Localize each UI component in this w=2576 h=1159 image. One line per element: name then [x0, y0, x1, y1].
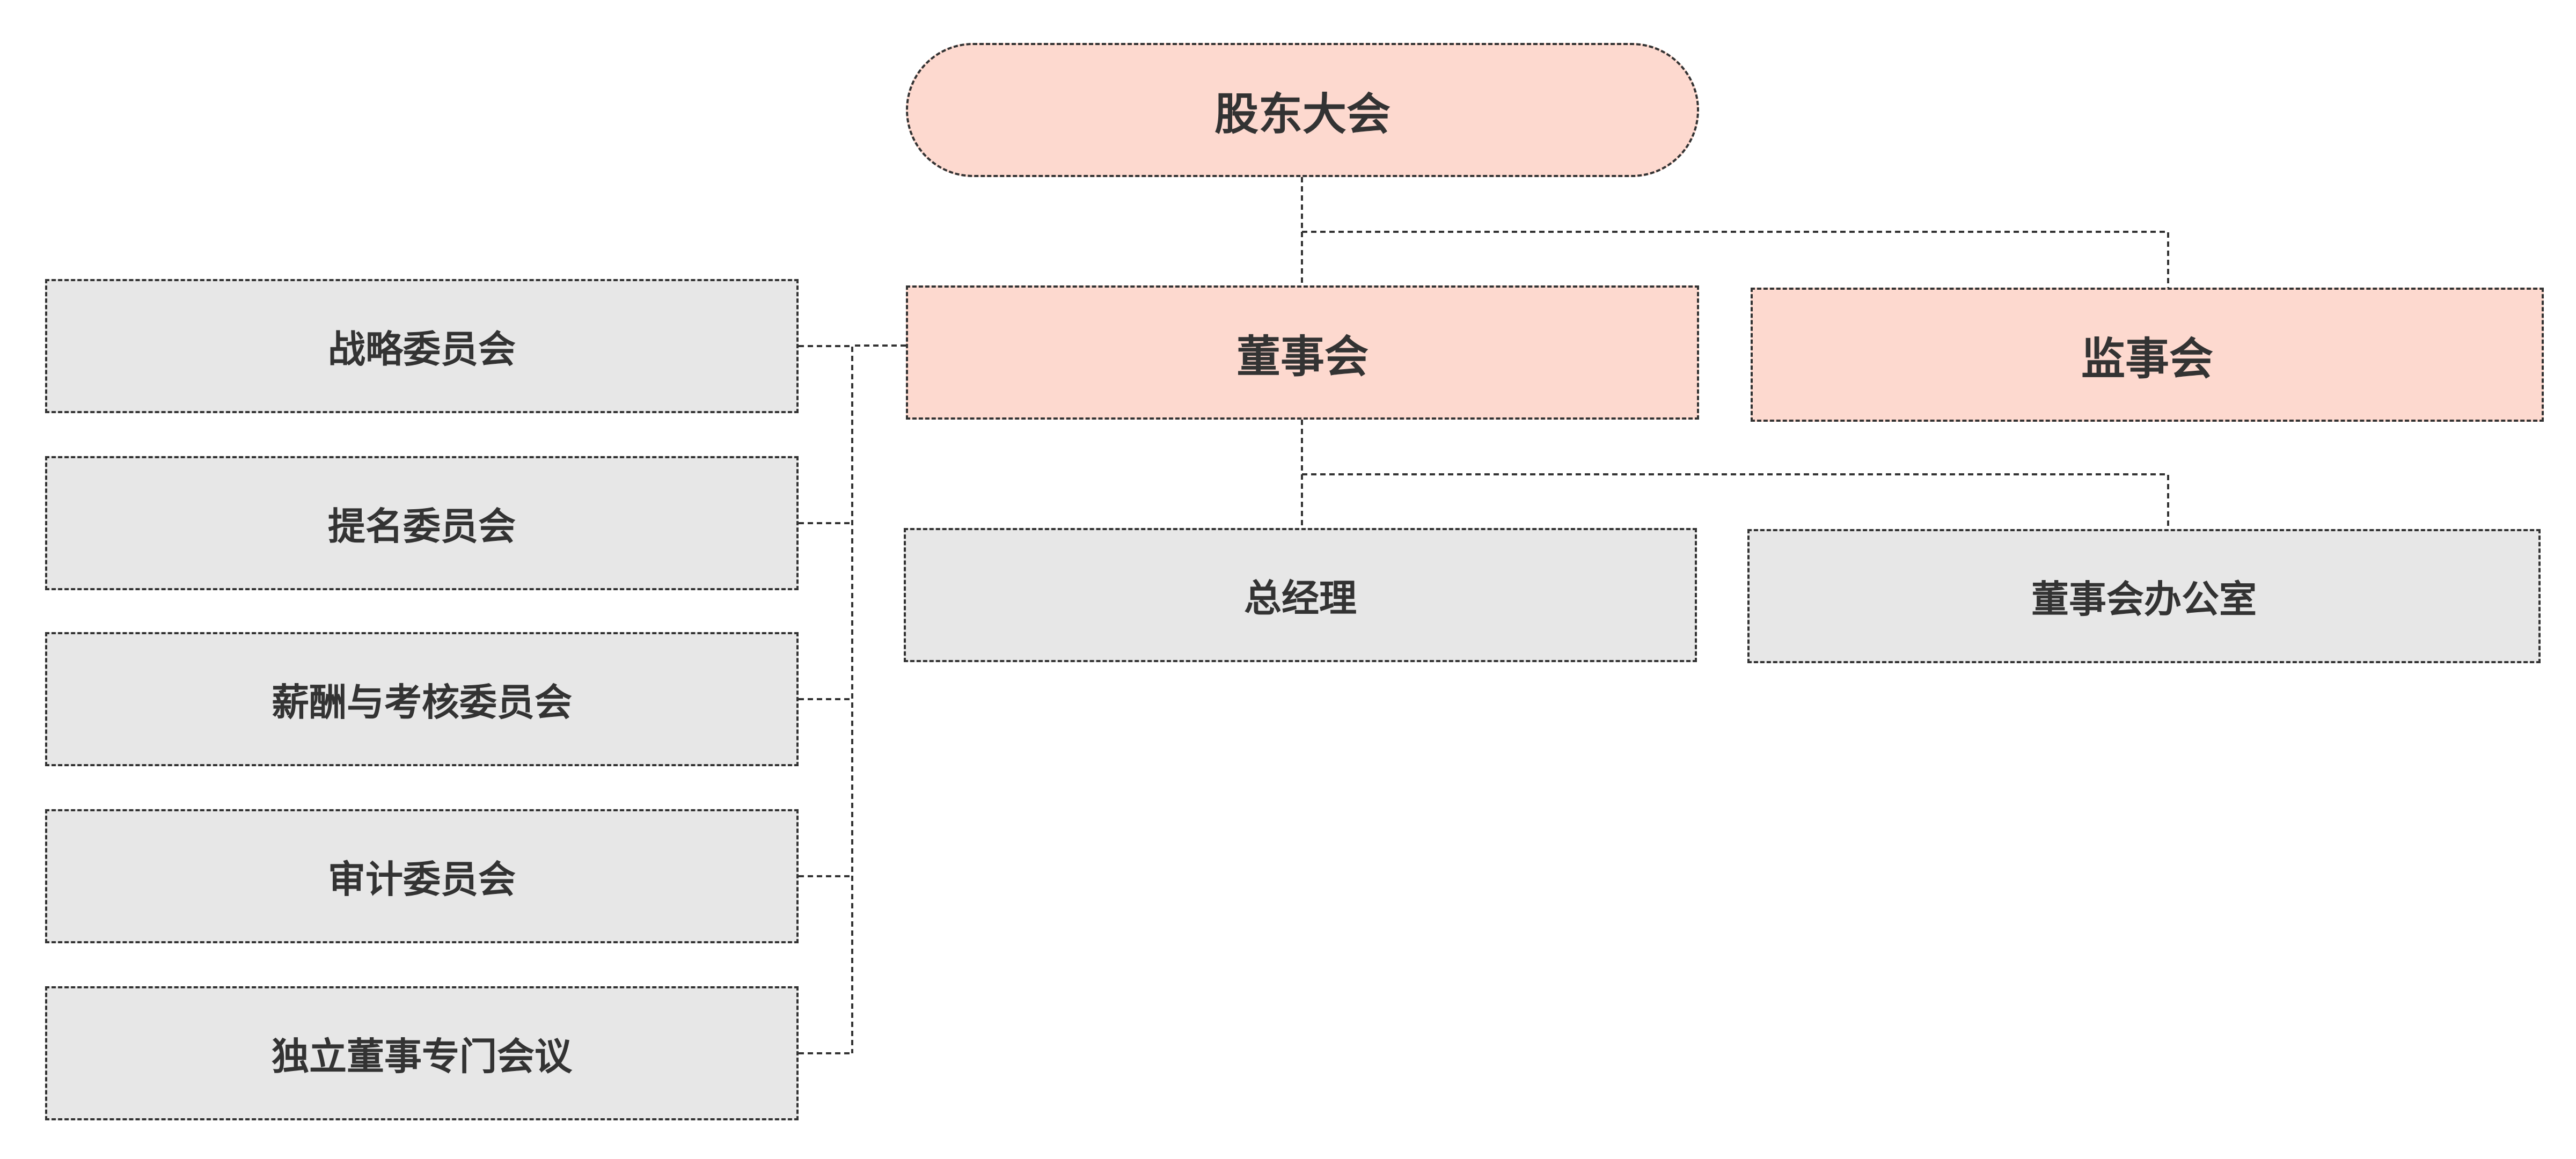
- connector-shareholders-supervisors: [1302, 231, 2169, 288]
- node-committee-independent-directors: 独立董事专门会议: [45, 986, 799, 1120]
- node-general-manager: 总经理: [904, 528, 1697, 662]
- connector-board-board-office: [1302, 473, 2169, 529]
- node-shareholders-meeting: 股东大会: [906, 43, 1699, 177]
- connector-board-committee-bus: [851, 344, 906, 1053]
- node-board-office: 董事会办公室: [1747, 529, 2541, 663]
- node-committee-compensation: 薪酬与考核委员会: [45, 632, 799, 766]
- node-committee-nomination: 提名委员会: [45, 456, 799, 590]
- node-board-of-directors: 董事会: [906, 285, 1699, 420]
- node-board-of-supervisors: 监事会: [1751, 288, 2544, 422]
- node-committee-strategy: 战略委员会: [45, 279, 799, 413]
- node-committee-audit: 审计委员会: [45, 809, 799, 943]
